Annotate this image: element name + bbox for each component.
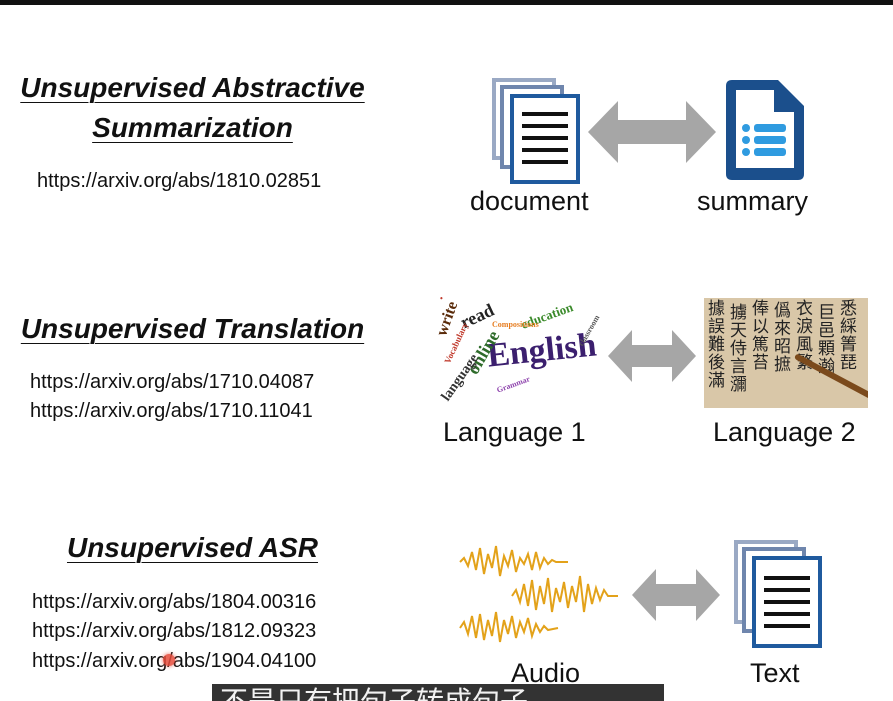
- summary-label: summary: [697, 186, 809, 216]
- document-label: document: [470, 186, 589, 216]
- asr-link-2[interactable]: https://arxiv.org/abs/1812.09323: [32, 620, 317, 642]
- chinese-calligraphy-image: 據誤難後滿 擄天侍言瀰 俸以篤苔 僞來昭摭 衣淚風繁 巨邑顆瀚 悉綵箐琵: [704, 298, 868, 408]
- asr-title: Unsupervised ASR: [66, 532, 319, 563]
- double-arrow-icon: [588, 101, 716, 163]
- audio-label: Audio: [511, 658, 581, 688]
- double-arrow-icon-2: [608, 330, 696, 382]
- translation-link-2[interactable]: https://arxiv.org/abs/1710.11041: [30, 400, 313, 422]
- summarization-title-line1: Unsupervised Abstractive: [20, 72, 365, 103]
- document-stack-icon: [492, 78, 580, 184]
- translation-title: Unsupervised Translation: [20, 313, 365, 344]
- word-grammar: Grammar: [495, 374, 532, 395]
- asr-link-1[interactable]: https://arxiv.org/abs/1804.00316: [32, 591, 317, 613]
- language-1-label: Language 1: [443, 417, 586, 447]
- audio-waveform-icon: [459, 545, 618, 643]
- summarization-link-1[interactable]: https://arxiv.org/abs/1810.02851: [37, 170, 322, 192]
- top-bar: [0, 0, 893, 5]
- text-label: Text: [750, 658, 800, 688]
- double-arrow-icon-3: [632, 569, 720, 621]
- word-dot-1: •: [440, 294, 443, 303]
- translation-link-1[interactable]: https://arxiv.org/abs/1710.04087: [30, 371, 315, 393]
- video-subtitle: 不是只有把句子转成句子: [212, 684, 664, 701]
- word-compositions: Compositions: [492, 320, 539, 329]
- english-word-cloud: English online language write read educa…: [432, 290, 614, 408]
- language-2-label: Language 2: [713, 417, 856, 447]
- mouse-cursor-indicator: [163, 654, 175, 666]
- text-document-icon: [734, 540, 822, 648]
- summary-file-icon: [726, 80, 804, 180]
- summarization-title-line2: Summarization: [92, 112, 293, 143]
